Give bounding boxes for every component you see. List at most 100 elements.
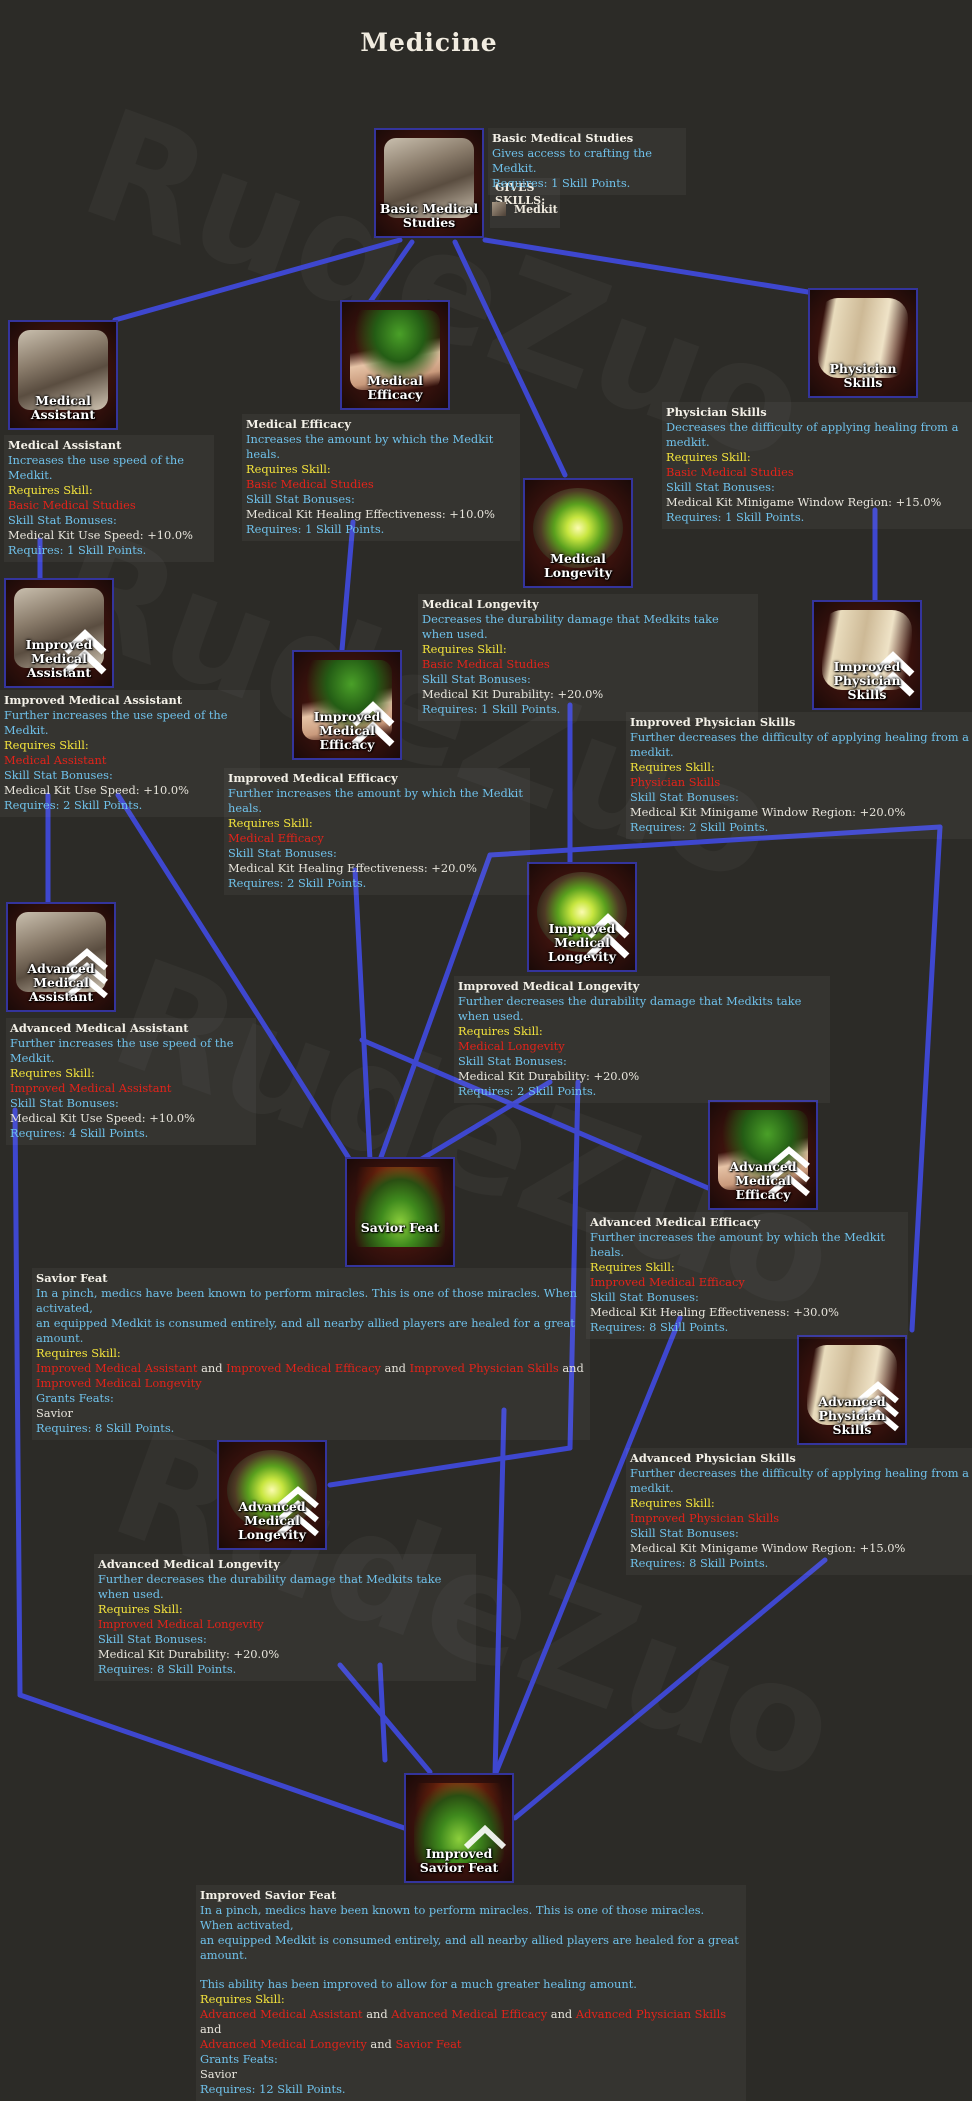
conjunction: and: [366, 2037, 396, 2051]
skill-node-label: Improved Medical Assistant: [25, 637, 93, 680]
requires-skill-label: Requires Skill:: [630, 1496, 715, 1510]
stat-bonus: Medical Kit Minigame Window Region: +15.…: [666, 495, 942, 509]
info-description: Gives access to crafting the Medkit.: [492, 146, 652, 175]
skill-node-label: Improved Medical Longevity: [548, 921, 616, 964]
upgrade-chevron-icon: [277, 1486, 319, 1537]
connector-line: [512, 1557, 828, 1821]
spacer: [200, 1963, 740, 1977]
stat-bonus: Medical Kit Durability: +20.0%: [98, 1647, 280, 1661]
skill-point-cost: Requires: 1 Skill Points.: [666, 510, 805, 524]
info-heading: Advanced Physician Skills: [630, 1451, 796, 1465]
info-description: an equipped Medkit is consumed entirely,…: [200, 1933, 739, 1962]
info-heading: Savior Feat: [36, 1271, 108, 1285]
skill-node-label: Advanced Medical Efficacy: [729, 1159, 797, 1202]
stat-bonus: Medical Kit Minigame Window Region: +20.…: [630, 805, 906, 819]
upgrade-chevron-icon: [63, 629, 107, 675]
connector-line: [377, 852, 493, 1163]
info-description: Decreases the difficulty of applying hea…: [666, 420, 959, 449]
section-label: Grants Feats:: [36, 1391, 114, 1405]
info-heading: Improved Medical Assistant: [4, 693, 183, 707]
section-label: Skill Stat Bonuses:: [630, 790, 739, 804]
connector-line: [377, 1662, 388, 1763]
savior-feat-icon: [414, 1783, 504, 1863]
skill-point-cost: Requires: 2 Skill Points.: [228, 876, 367, 890]
skill-point-cost: Requires: 8 Skill Points.: [36, 1421, 175, 1435]
requires-skill-label: Requires Skill:: [8, 483, 93, 497]
skill-node-improved-medical-assistant[interactable]: Improved Medical Assistant: [4, 578, 114, 688]
upgrade-chevron-icon: [768, 1146, 810, 1197]
upgrade-chevron-icon: [871, 651, 915, 697]
requires-skill-label: Requires Skill:: [228, 816, 313, 830]
info-description: In a pinch, medics have been known to pe…: [200, 1903, 705, 1932]
skill-node-medical-longevity[interactable]: Medical Longevity: [523, 478, 633, 588]
medkit-icon: [18, 330, 108, 410]
skill-point-cost: Requires: 1 Skill Points.: [246, 522, 385, 536]
section-label: Skill Stat Bonuses:: [4, 768, 113, 782]
info-heading: Advanced Medical Longevity: [98, 1557, 280, 1571]
skill-point-cost: Requires: 4 Skill Points.: [10, 1126, 149, 1140]
savior-feat-icon: [355, 1167, 445, 1247]
conjunction: and: [362, 2007, 392, 2021]
skill-node-improved-physician-skills[interactable]: Improved Physician Skills: [812, 600, 922, 710]
requires-skill-label: Requires Skill:: [422, 642, 507, 656]
connector-line: [909, 824, 943, 1333]
info-heading: Medical Longevity: [422, 597, 539, 611]
skill-point-cost: Requires: 1 Skill Points.: [422, 702, 561, 716]
prerequisite-skill: Improved Medical Assistant: [36, 1361, 198, 1375]
section-label: Skill Stat Bonuses:: [666, 480, 775, 494]
connector-line: [359, 1037, 711, 1191]
info-description: an equipped Medkit is consumed entirely,…: [36, 1316, 575, 1345]
skill-node-physician-skills[interactable]: Physician Skills: [808, 288, 918, 398]
stat-bonus: Medical Kit Healing Effectiveness: +10.0…: [246, 507, 496, 521]
skill-point-cost: Requires: 8 Skill Points.: [630, 1556, 769, 1570]
prerequisite-list: Advanced Medical Longevity and Savior Fe…: [200, 2037, 740, 2052]
skill-point-cost: Requires: 2 Skill Points.: [4, 798, 143, 812]
info-heading: Basic Medical Studies: [492, 131, 634, 145]
skill-node-advanced-medical-longevity[interactable]: Advanced Medical Longevity: [217, 1440, 327, 1550]
connector-line: [492, 1407, 507, 1778]
skill-node-advanced-medical-assistant[interactable]: Advanced Medical Assistant: [6, 902, 116, 1012]
skill-node-label: Savior Feat: [360, 1220, 440, 1235]
skill-node-improved-medical-longevity[interactable]: Improved Medical Longevity: [527, 862, 637, 972]
info-description: In a pinch, medics have been known to pe…: [36, 1286, 577, 1315]
requires-skill-label: Requires Skill:: [10, 1066, 95, 1080]
requires-skill-label: Requires Skill:: [4, 738, 89, 752]
page-title: Medicine: [360, 28, 498, 57]
skill-node-medical-assistant[interactable]: Medical Assistant: [8, 320, 118, 430]
skill-node-label: Physician Skills: [829, 361, 897, 390]
medkit-icon: [384, 138, 474, 218]
gives-skill-medkit: Medkit: [514, 203, 558, 216]
connector-line: [417, 1079, 553, 1163]
skill-node-basic-medical-studies[interactable]: Basic Medical Studies: [374, 128, 484, 238]
skill-point-cost: Requires: 2 Skill Points.: [630, 820, 769, 834]
skill-node-savior-feat[interactable]: Savior Feat: [345, 1157, 455, 1267]
prerequisite-skill: Advanced Medical Longevity: [200, 2037, 367, 2051]
skill-node-improved-savior-feat[interactable]: Improved Savior Feat: [404, 1773, 514, 1883]
info-heading: Medical Assistant: [8, 438, 122, 452]
skill-node-advanced-medical-efficacy[interactable]: Advanced Medical Efficacy: [708, 1100, 818, 1210]
skill-node-label: Advanced Physician Skills: [818, 1394, 886, 1437]
prerequisite-skill: Basic Medical Studies: [666, 465, 794, 479]
skill-node-advanced-physician-skills[interactable]: Advanced Physician Skills: [797, 1335, 907, 1445]
info-description: Further increases the use speed of the M…: [10, 1036, 234, 1065]
prerequisite-skill: Physician Skills: [630, 775, 721, 789]
conjunction: and: [380, 1361, 410, 1375]
skill-point-cost: Requires: 2 Skill Points.: [458, 1084, 597, 1098]
prerequisite-skill: Medical Efficacy: [228, 831, 324, 845]
prerequisite-list: Improved Medical Assistant and Improved …: [36, 1361, 584, 1376]
skill-node-improved-medical-efficacy[interactable]: Improved Medical Efficacy: [292, 650, 402, 760]
upgrade-chevron-icon: [351, 701, 395, 747]
skill-node-medical-efficacy[interactable]: Medical Efficacy: [340, 300, 450, 410]
skill-point-cost: Requires: 1 Skill Points.: [8, 543, 147, 557]
stat-bonus: Savior: [200, 2067, 237, 2081]
info-description: Further decreases the difficulty of appl…: [630, 730, 969, 759]
